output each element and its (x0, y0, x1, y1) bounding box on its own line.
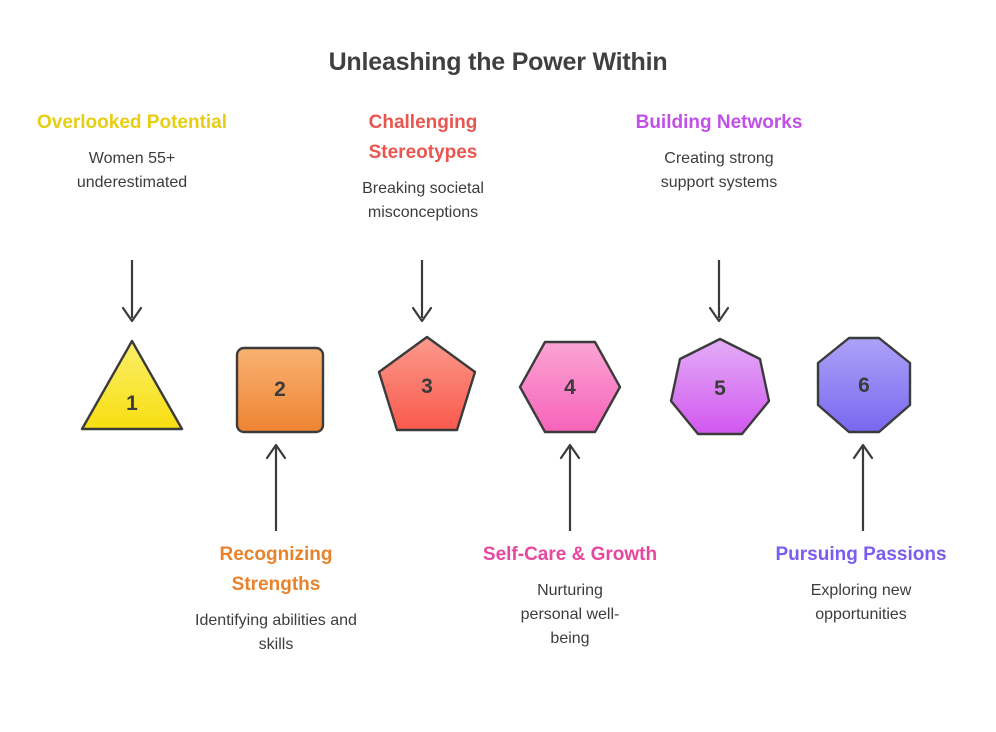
label-heading-step-6: Pursuing Passions (775, 544, 947, 565)
label-desc-step-1: Women 55+ underestimated (76, 150, 188, 191)
shape-triangle-step-1[interactable]: 1 (72, 332, 192, 442)
arrow-up-step-6 (852, 443, 874, 531)
label-block-step-5: Building Networks Creating strong suppor… (619, 108, 819, 195)
label-desc-step-6: Exploring new opportunities (810, 582, 912, 623)
label-desc-step-5: Creating strong support systems (660, 150, 778, 191)
label-heading-step-3: Challenging Stereotypes (368, 112, 478, 163)
arrow-up-step-2 (265, 443, 287, 531)
label-desc-step-4: Nurturing personal well-being (520, 582, 620, 647)
triangle-icon (80, 339, 184, 431)
shape-hexagon-step-4[interactable]: 4 (512, 336, 628, 440)
label-heading-step-5: Building Networks (635, 112, 803, 133)
page-title: Unleashing the Power Within (328, 48, 668, 76)
heptagon-icon (669, 337, 771, 436)
octagon-icon (816, 336, 912, 434)
arrow-down-step-1 (121, 260, 143, 323)
label-heading-step-1: Overlooked Potential (36, 112, 228, 133)
shape-square-step-2[interactable]: 2 (228, 340, 332, 440)
label-heading-step-2: Recognizing Strengths (219, 544, 333, 595)
label-block-step-4: Self-Care & Growth Nurturing personal we… (470, 540, 670, 651)
label-heading-step-4: Self-Care & Growth (482, 544, 658, 565)
label-block-step-6: Pursuing Passions Exploring new opportun… (761, 540, 961, 627)
pentagon-icon (377, 335, 477, 432)
arrow-down-step-3 (411, 260, 433, 323)
shape-heptagon-step-5[interactable]: 5 (664, 333, 776, 443)
arrow-down-step-5 (708, 260, 730, 323)
shape-pentagon-step-3[interactable]: 3 (370, 330, 484, 442)
label-block-step-1: Overlooked Potential Women 55+ underesti… (32, 108, 232, 195)
label-desc-step-3: Breaking societal misconceptions (362, 180, 484, 221)
label-block-step-2: Recognizing Strengths Identifying abilit… (176, 540, 376, 657)
hexagon-icon (518, 340, 622, 434)
square-icon (235, 346, 325, 434)
shape-octagon-step-6[interactable]: 6 (810, 332, 918, 440)
label-block-step-3: Challenging Stereotypes Breaking societa… (323, 108, 523, 225)
arrow-up-step-4 (559, 443, 581, 531)
label-desc-step-2: Identifying abilities and skills (195, 612, 357, 653)
